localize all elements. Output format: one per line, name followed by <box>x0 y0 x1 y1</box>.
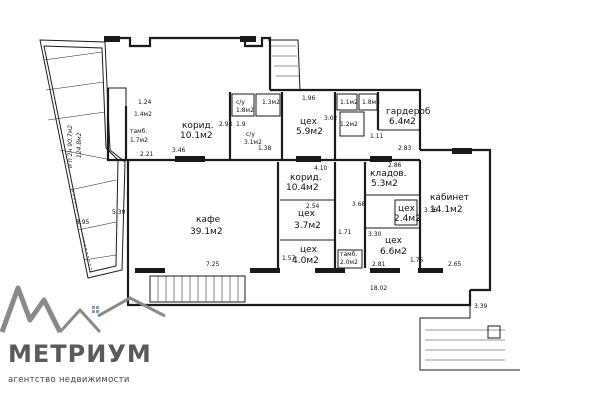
dim-283: 2.83 <box>398 145 412 152</box>
logo-mark-icon <box>0 285 166 334</box>
room-name-tamb1: тамб. <box>130 128 147 135</box>
metrium-logo <box>0 285 166 334</box>
room-area-tamb1: 1.7м2 <box>130 137 148 144</box>
room-area-kabinet: 14.1м2 <box>430 205 463 215</box>
room-area-tsekh3: 3.7м2 <box>294 221 321 231</box>
dim-254: 2.54 <box>306 203 320 210</box>
dim-336: 3.36 <box>424 207 438 214</box>
room-area-small5: 1.9 <box>236 121 246 128</box>
entrance-stairs <box>419 305 520 371</box>
dim-346: 3.46 <box>172 147 186 154</box>
area-note: и п 2н 90.7м2 124.8м2 <box>67 125 83 168</box>
room-area-tsekh1: 5.9м2 <box>296 127 323 137</box>
room-area-tsekh4: 4.0м2 <box>292 256 319 266</box>
dim-138: 1.38 <box>258 145 272 152</box>
room-area-small4: 1.8м2 <box>362 99 380 106</box>
room-area-small3: 1.1м2 <box>340 99 358 106</box>
dim-330: 3.30 <box>368 231 382 238</box>
dimension-labels: 3.46 4.10 2.83 2.86 7.25 18.02 2.65 2.81… <box>76 95 488 310</box>
room-labels: корид. 10.1м2 цех 5.9м2 гардероб 6.4м2 к… <box>130 99 469 266</box>
room-name-tsekh4: цех <box>300 245 318 255</box>
dim-265: 2.65 <box>448 261 462 268</box>
dim-293: 2.93 <box>219 121 233 128</box>
dim-157: 1.57 <box>282 255 296 262</box>
room-name-tsekh1: цех <box>300 117 318 127</box>
room-area-small6: 1.3м2 <box>262 99 280 106</box>
room-name-tsekh2: цех <box>398 204 416 214</box>
room-name-tsekh3: цех <box>298 209 316 219</box>
interior-walls <box>108 87 422 269</box>
dim-171: 1.71 <box>338 229 352 236</box>
room-area-korid2: 10.4м2 <box>286 183 319 193</box>
dim-368: 3.68 <box>352 201 366 208</box>
room-name-kafe: кафе <box>196 215 221 225</box>
dim-302: 3.02 <box>324 115 338 122</box>
brand-tagline: агентство недвижимости <box>8 375 130 385</box>
room-name-korid1: корид. <box>182 121 214 131</box>
dim-410: 4.10 <box>314 165 328 172</box>
room-name-garderob: гардероб <box>386 107 431 117</box>
room-name-kladov: кладов. <box>370 169 407 179</box>
room-name-tsekh5: цех <box>385 236 403 246</box>
room-area-su1: 1.8м2 <box>236 107 254 114</box>
room-area-tsekh5: 6.6м2 <box>380 247 407 257</box>
room-area-small2: 1.2м2 <box>340 121 358 128</box>
area-note-line1: и п 2н 90.7м2 <box>67 125 74 168</box>
dim-1802: 18.02 <box>370 285 387 292</box>
room-name-korid2: корид. <box>290 173 322 183</box>
room-area-small1: 1.4м2 <box>134 111 152 118</box>
dim-124: 1.24 <box>138 99 152 106</box>
dim-175: 1.75 <box>410 257 424 264</box>
room-area-kafe: 39.1м2 <box>190 227 223 237</box>
dim-111: 1.11 <box>370 133 384 140</box>
room-name-tamb2: тамб. <box>340 251 357 258</box>
room-area-tamb2: 2.0м2 <box>340 259 358 266</box>
dim-539: 5.39 <box>112 209 126 216</box>
stairs-bottom <box>149 275 246 303</box>
dim-725: 7.25 <box>206 261 220 268</box>
dim-895: 8.95 <box>76 219 90 226</box>
dim-221: 2.21 <box>140 151 154 158</box>
room-area-kladov: 5.3м2 <box>371 179 398 189</box>
room-area-tsekh2: 2.4м2 <box>394 214 421 224</box>
room-area-su2: 3.1м2 <box>244 139 262 146</box>
dim-196: 1.96 <box>302 95 316 102</box>
dim-281: 2.81 <box>372 261 386 268</box>
top-terrace <box>268 39 301 91</box>
room-name-su2: с/у <box>246 131 255 138</box>
room-area-garderob: 6.4м2 <box>389 117 416 127</box>
area-note-line2: 124.8м2 <box>76 132 83 158</box>
room-name-su1: с/у <box>236 99 245 106</box>
dim-286: 2.86 <box>388 162 402 169</box>
dim-339: 3.39 <box>474 303 488 310</box>
room-area-korid1: 10.1м2 <box>180 131 213 141</box>
brand-name: МЕТРИУМ <box>8 340 152 368</box>
room-name-kabinet: кабинет <box>430 193 469 203</box>
